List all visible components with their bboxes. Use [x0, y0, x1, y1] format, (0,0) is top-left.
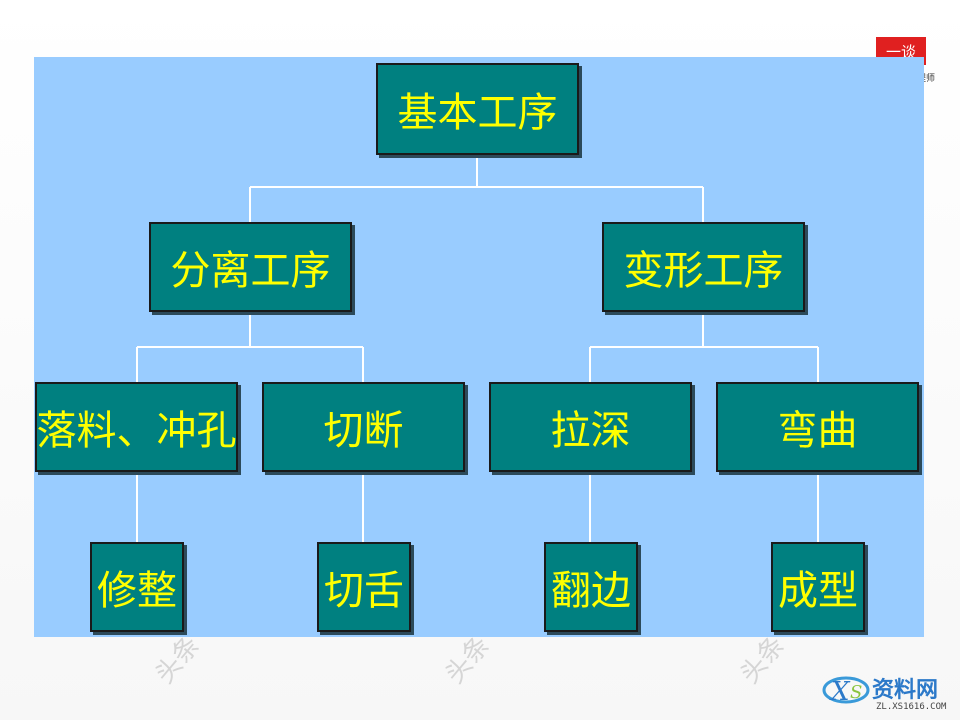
node-cutoff: 切断 [262, 382, 465, 472]
xs-logo-icon: X S [822, 676, 870, 707]
node-bending: 弯曲 [716, 382, 919, 472]
node-lancing: 切舌 [317, 542, 411, 632]
node-forming: 成型 [771, 542, 865, 632]
node-flanging: 翻边 [544, 542, 638, 632]
node-blanking-punching-label: 落料、冲孔 [36, 408, 237, 454]
node-deformation-processes-label: 变形工序 [623, 248, 784, 294]
node-basic-processes: 基本工序 [376, 63, 579, 155]
connector-deformation-to-children [589, 312, 819, 382]
site-logo-name: 资料网 [872, 678, 939, 703]
node-cutoff-label: 切断 [323, 408, 404, 454]
node-deep-drawing: 拉深 [489, 382, 692, 472]
connector-separation-to-children [136, 312, 364, 382]
connector-root-to-level1 [249, 155, 704, 222]
site-logo: X S 资料网 ZL.XS1616.COM [820, 668, 956, 718]
svg-text:X: X [829, 677, 851, 707]
node-lancing-label: 切舌 [324, 568, 404, 614]
node-flanging-label: 翻边 [551, 568, 631, 614]
node-bending-label: 弯曲 [777, 408, 858, 454]
node-deep-drawing-label: 拉深 [550, 408, 631, 454]
node-basic-processes-label: 基本工序 [397, 90, 558, 136]
node-trimming: 修整 [90, 542, 184, 632]
svg-text:S: S [850, 682, 862, 703]
node-trimming-label: 修整 [97, 568, 177, 614]
node-forming-label: 成型 [778, 568, 858, 614]
node-separation-processes: 分离工序 [149, 222, 352, 312]
node-blanking-punching: 落料、冲孔 [35, 382, 238, 472]
node-deformation-processes: 变形工序 [602, 222, 805, 312]
site-logo-url: ZL.XS1616.COM [876, 702, 947, 712]
node-separation-processes-label: 分离工序 [170, 248, 331, 294]
brand-logo-text: 一谈 [885, 42, 916, 61]
